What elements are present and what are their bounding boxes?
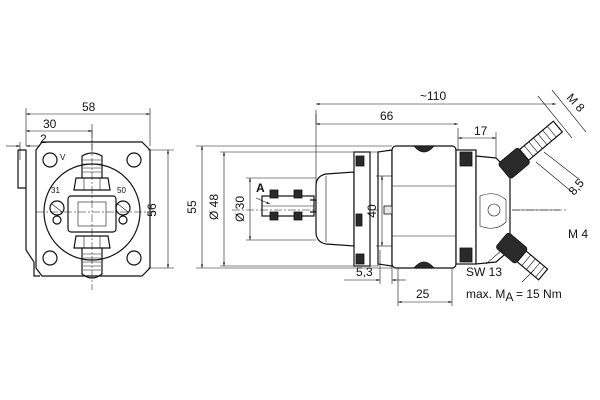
- label-voltage: V: [60, 153, 66, 162]
- dim-label-56: 56: [145, 203, 159, 217]
- mount-hole-bottom-right: [126, 250, 142, 266]
- leader-torque: [521, 269, 535, 283]
- view-label-a: A: [256, 181, 265, 195]
- dim-label-58: 58: [82, 100, 96, 114]
- callout-8-5: 8,5: [535, 151, 588, 198]
- dim-label-5-3: 5,3: [356, 265, 373, 279]
- front-bracket: [17, 149, 40, 277]
- side-flange: [353, 151, 379, 267]
- side-extension-lines: [196, 110, 459, 306]
- solenoid-coil: [315, 171, 355, 247]
- mount-hole-bottom-left: [42, 250, 58, 266]
- dim-label-40: 40: [365, 204, 379, 218]
- dim-label-2: 2: [40, 132, 47, 146]
- label-terminal-31: 31: [51, 186, 60, 195]
- dim-label-d48: Ø 48: [207, 194, 221, 220]
- dim-label-d30: Ø 30: [233, 196, 247, 222]
- svg-text:8,5: 8,5: [566, 176, 588, 198]
- dim-label-25: 25: [416, 287, 430, 301]
- label-sw13: SW 13: [466, 265, 502, 279]
- mount-hole-top-left: [42, 152, 58, 168]
- label-terminal-50: 50: [117, 186, 126, 195]
- terminal-50-slot: [117, 203, 129, 213]
- view-arrow-a: [255, 197, 271, 205]
- terminal-small-right: [118, 215, 128, 225]
- lower-terminal-stud: [496, 232, 549, 281]
- side-end-cap: [455, 149, 511, 265]
- terminal-31-screw: [49, 200, 65, 216]
- dim-label-55: 55: [185, 200, 199, 214]
- label-m4: M 4: [568, 227, 588, 241]
- terminal-small-left: [52, 215, 62, 225]
- solenoid-terminal-a: [261, 189, 317, 221]
- dim-label-66: 66: [380, 109, 394, 123]
- label-torque: max. MA = 15 Nm: [466, 287, 562, 304]
- upper-terminal-stud: [498, 120, 564, 179]
- side-view: ~110 66 17 55 Ø 48 Ø 30 A 40 5,3 25: [185, 89, 588, 306]
- dim-label-30: 30: [43, 117, 57, 131]
- front-view: 31 50 V 58 30 2 56: [6, 100, 174, 290]
- mount-hole-top-right: [126, 152, 142, 168]
- side-main-body: [377, 145, 457, 269]
- svg-text:M 8: M 8: [564, 91, 588, 115]
- dim-label-110: ~110: [420, 89, 446, 103]
- terminal-50-screw: [115, 200, 131, 216]
- terminal-31-slot: [51, 203, 63, 213]
- dim-label-17: 17: [474, 124, 488, 138]
- leader-sw13: [485, 249, 503, 265]
